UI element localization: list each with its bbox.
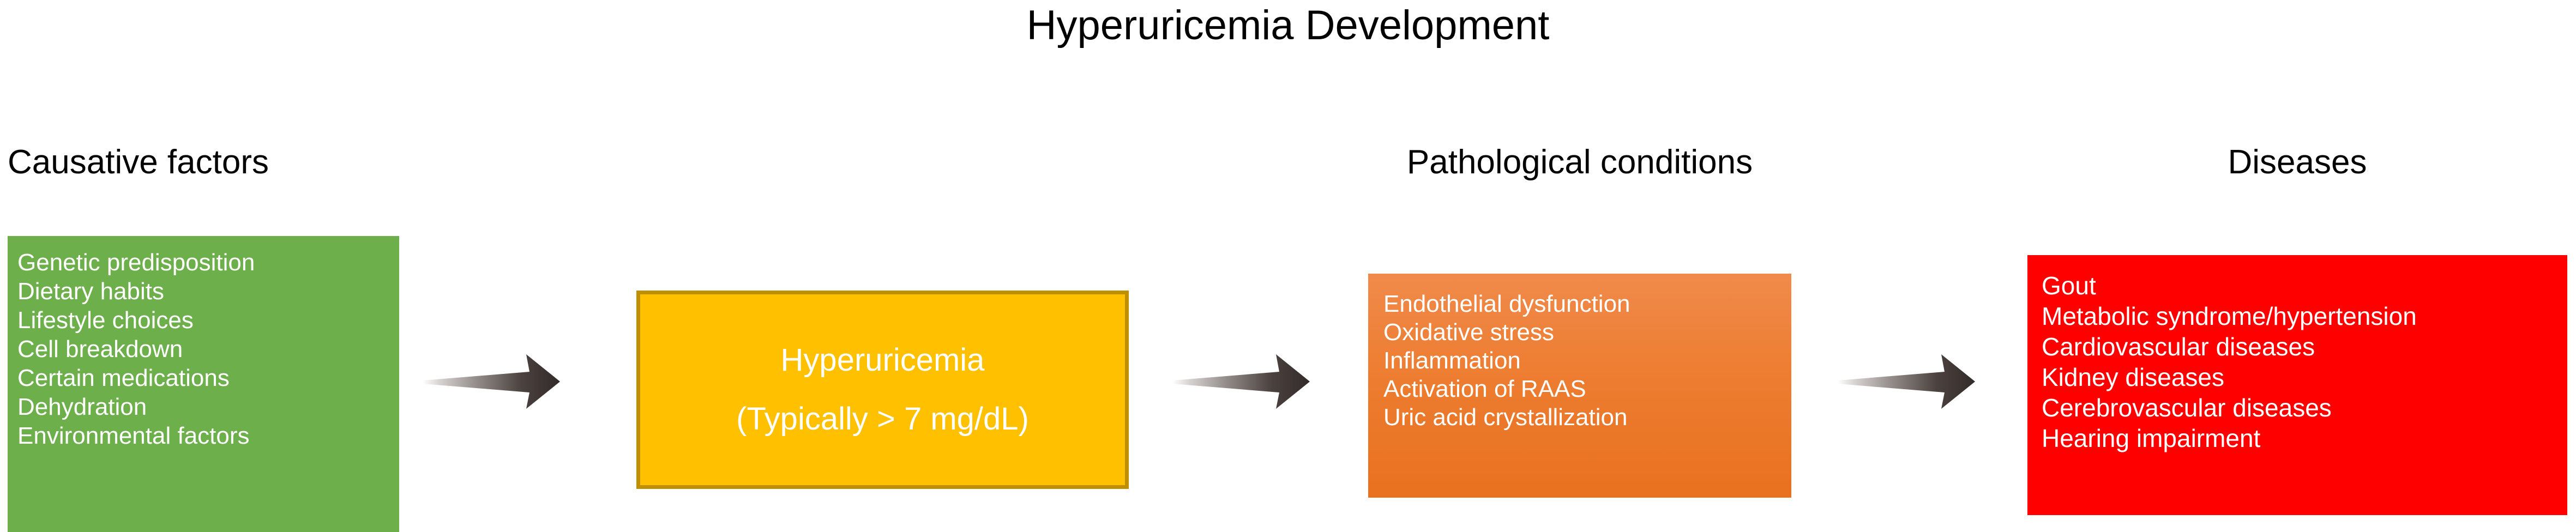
hyperuricemia-threshold: (Typically > 7 mg/dL) — [736, 401, 1029, 437]
list-item: Dehydration — [17, 394, 147, 420]
list-item: Certain medications — [17, 365, 230, 391]
list-item: Endothelial dysfunction — [1383, 291, 1630, 317]
diseases-box: Gout Metabolic syndrome/hypertension Car… — [2027, 255, 2567, 515]
arrow-pathological-to-diseases-icon — [1838, 349, 2018, 414]
list-item: Kidney diseases — [2042, 363, 2224, 391]
diseases-list: Gout Metabolic syndrome/hypertension Car… — [2042, 270, 2567, 454]
list-item: Metabolic syndrome/hypertension — [2042, 302, 2417, 330]
pathological-conditions-box: Endothelial dysfunction Oxidative stress… — [1368, 274, 1791, 498]
stage-heading-diseases: Diseases — [2228, 143, 2367, 181]
page-title: Hyperuricemia Development — [1026, 2, 1550, 49]
list-item: Inflammation — [1383, 347, 1521, 374]
list-item: Cerebrovascular diseases — [2042, 394, 2332, 422]
list-item: Gout — [2042, 271, 2096, 300]
stage-heading-causative-factors: Causative factors — [8, 143, 269, 181]
pathological-conditions-list: Endothelial dysfunction Oxidative stress… — [1383, 290, 1791, 432]
arrow-hyperuricemia-to-pathological-icon — [1172, 349, 1352, 414]
list-item: Oxidative stress — [1383, 319, 1554, 346]
hyperuricemia-box: Hyperuricemia (Typically > 7 mg/dL) — [636, 291, 1129, 489]
list-item: Hearing impairment — [2042, 424, 2261, 452]
causative-factors-list: Genetic predisposition Dietary habits Li… — [17, 248, 399, 450]
arrow-causative-to-hyperuricemia-icon — [423, 349, 603, 414]
list-item: Activation of RAAS — [1383, 376, 1586, 402]
list-item: Environmental factors — [17, 422, 250, 449]
list-item: Genetic predisposition — [17, 249, 255, 276]
list-item: Cardiovascular diseases — [2042, 332, 2315, 361]
stage-heading-pathological-conditions: Pathological conditions — [1406, 143, 1753, 181]
list-item: Dietary habits — [17, 278, 165, 305]
list-item: Uric acid crystallization — [1383, 404, 1628, 431]
list-item: Cell breakdown — [17, 336, 183, 362]
list-item: Lifestyle choices — [17, 307, 194, 334]
causative-factors-box: Genetic predisposition Dietary habits Li… — [8, 236, 399, 532]
hyperuricemia-label: Hyperuricemia — [780, 342, 985, 378]
